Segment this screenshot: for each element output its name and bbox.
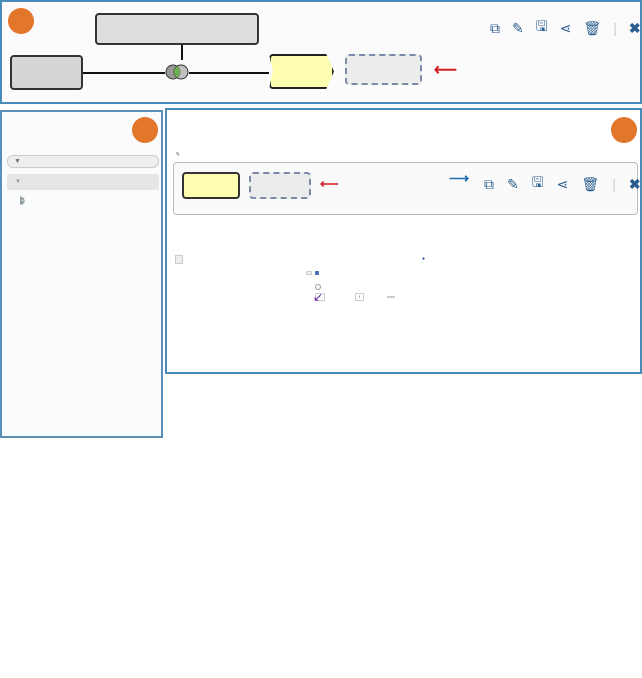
- caret-down-icon: ▼: [15, 179, 21, 185]
- panel-badge: [132, 117, 158, 143]
- caret-right-icon: ▶: [20, 200, 25, 207]
- delete-icon[interactable]: 🗑: [581, 175, 600, 192]
- divider: |: [613, 20, 617, 36]
- tree-root-genes[interactable]: ▼: [7, 174, 159, 190]
- intersect-venn-icon[interactable]: [165, 64, 189, 85]
- pagination: ‹ ›: [315, 293, 396, 301]
- tab-gene-results[interactable]: [299, 271, 303, 275]
- category-list: ▶ ▶ ▶ ▶ ▶ ▶ ▶ ▶ ▶ ▶ ▶ ▼ ⚲ ⚲ ⚲ ⚲: [20, 193, 32, 206]
- one-transcript-toggle[interactable]: [315, 284, 324, 290]
- strategy-name[interactable]: ✎: [175, 152, 180, 158]
- red-arrow-annotation: ⟵: [320, 176, 339, 191]
- checkbox[interactable]: [315, 284, 321, 290]
- copy-icon[interactable]: ⧉: [484, 175, 494, 192]
- view-tabs: [299, 271, 319, 275]
- step-3-box[interactable]: [269, 54, 334, 89]
- prev-page-button[interactable]: ‹: [315, 293, 325, 301]
- next-page-button[interactable]: ›: [354, 293, 365, 301]
- close-icon[interactable]: ✖: [628, 19, 641, 36]
- transcript-warning: ●: [422, 256, 430, 262]
- edit-icon[interactable]: ✎: [507, 175, 519, 192]
- input-step-box[interactable]: [95, 13, 259, 45]
- connector: [181, 45, 183, 60]
- purple-arrow-annotation: ↙: [313, 290, 324, 304]
- pencil-icon[interactable]: ✎: [175, 152, 180, 158]
- step-1-box[interactable]: [182, 172, 240, 199]
- add-step-button[interactable]: [345, 54, 422, 85]
- panel-a-strategy: ⟵ ⧉ ✎ 🖫 ⋖ 🗑 | ✖: [0, 0, 642, 104]
- caret-right-icon: ▶: [20, 200, 25, 207]
- strategy-toolbar: ⧉ ✎ 🖫 ⋖ 🗑 | ✖: [490, 16, 641, 40]
- revise-button[interactable]: [175, 255, 183, 264]
- tab-analyze-results[interactable]: [315, 271, 319, 275]
- strategy-panel: ⟵ ⟶ ⧉ ✎ 🖫 ⋖ 🗑 | ✖: [173, 162, 641, 215]
- caret-right-icon: ▶: [20, 200, 25, 207]
- red-arrow-annotation: ⟵: [434, 62, 457, 79]
- copy-icon[interactable]: ⧉: [490, 19, 500, 36]
- panel-b-search-tree: ▼ ▼ ▶ ▶ ▶ ▶ ▶ ▶ ▶ ▶ ▶ ▶ ▶ ▼ ⚲ ⚲ ⚲ ⚲: [0, 110, 163, 438]
- edit-icon[interactable]: ✎: [512, 19, 524, 36]
- results-header: [171, 255, 183, 264]
- strategy-tabs: [173, 137, 194, 138]
- tab-genome-view[interactable]: [306, 271, 312, 275]
- caret-right-icon: ▶: [20, 200, 25, 207]
- search-icon: ⚲: [20, 199, 26, 207]
- caret-right-icon: ▶: [20, 200, 25, 207]
- connector: [83, 72, 165, 74]
- caret-right-icon: ▶: [20, 200, 25, 207]
- search-icon: ⚲: [20, 199, 26, 207]
- connector: [189, 72, 269, 74]
- blue-arrow-annotation: ⟶: [449, 170, 470, 186]
- rows-per-page-select[interactable]: [387, 296, 396, 298]
- filter-searches-input[interactable]: ▼: [7, 155, 159, 168]
- panel-badge: [8, 8, 34, 34]
- search-icon: ⚲: [20, 199, 26, 207]
- share-icon[interactable]: ⋖: [559, 19, 572, 36]
- counts-bar: [303, 284, 324, 290]
- divider: |: [612, 176, 616, 192]
- delete-icon[interactable]: 🗑: [583, 19, 602, 36]
- info-icon: ●: [422, 256, 426, 262]
- filter-icon: ▼: [14, 158, 21, 165]
- close-icon[interactable]: ✖: [628, 175, 641, 192]
- caret-right-icon: ▶: [20, 200, 25, 207]
- caret-right-icon: ▶: [20, 200, 25, 207]
- caret-right-icon: ▶: [20, 196, 25, 202]
- share-icon[interactable]: ⋖: [556, 175, 569, 192]
- add-step-button[interactable]: [249, 172, 311, 199]
- strategy-toolbar: ⧉ ✎ 🖫 ⋖ 🗑 | ✖: [484, 172, 641, 196]
- caret-right-icon: ▶: [20, 200, 25, 207]
- caret-down-icon: ▼: [20, 200, 26, 207]
- panel-badge: [611, 117, 637, 143]
- caret-right-icon: ▶: [20, 200, 25, 207]
- save-icon[interactable]: 🖫: [531, 174, 544, 190]
- save-icon[interactable]: 🖫: [535, 18, 548, 34]
- search-icon: ⚲: [20, 199, 26, 207]
- panel-c-my-strategies: ✎ ⟵ ⟶ ⧉ ✎ 🖫 ⋖ 🗑 | ✖ ●: [165, 108, 642, 374]
- step-1-box[interactable]: [10, 55, 83, 90]
